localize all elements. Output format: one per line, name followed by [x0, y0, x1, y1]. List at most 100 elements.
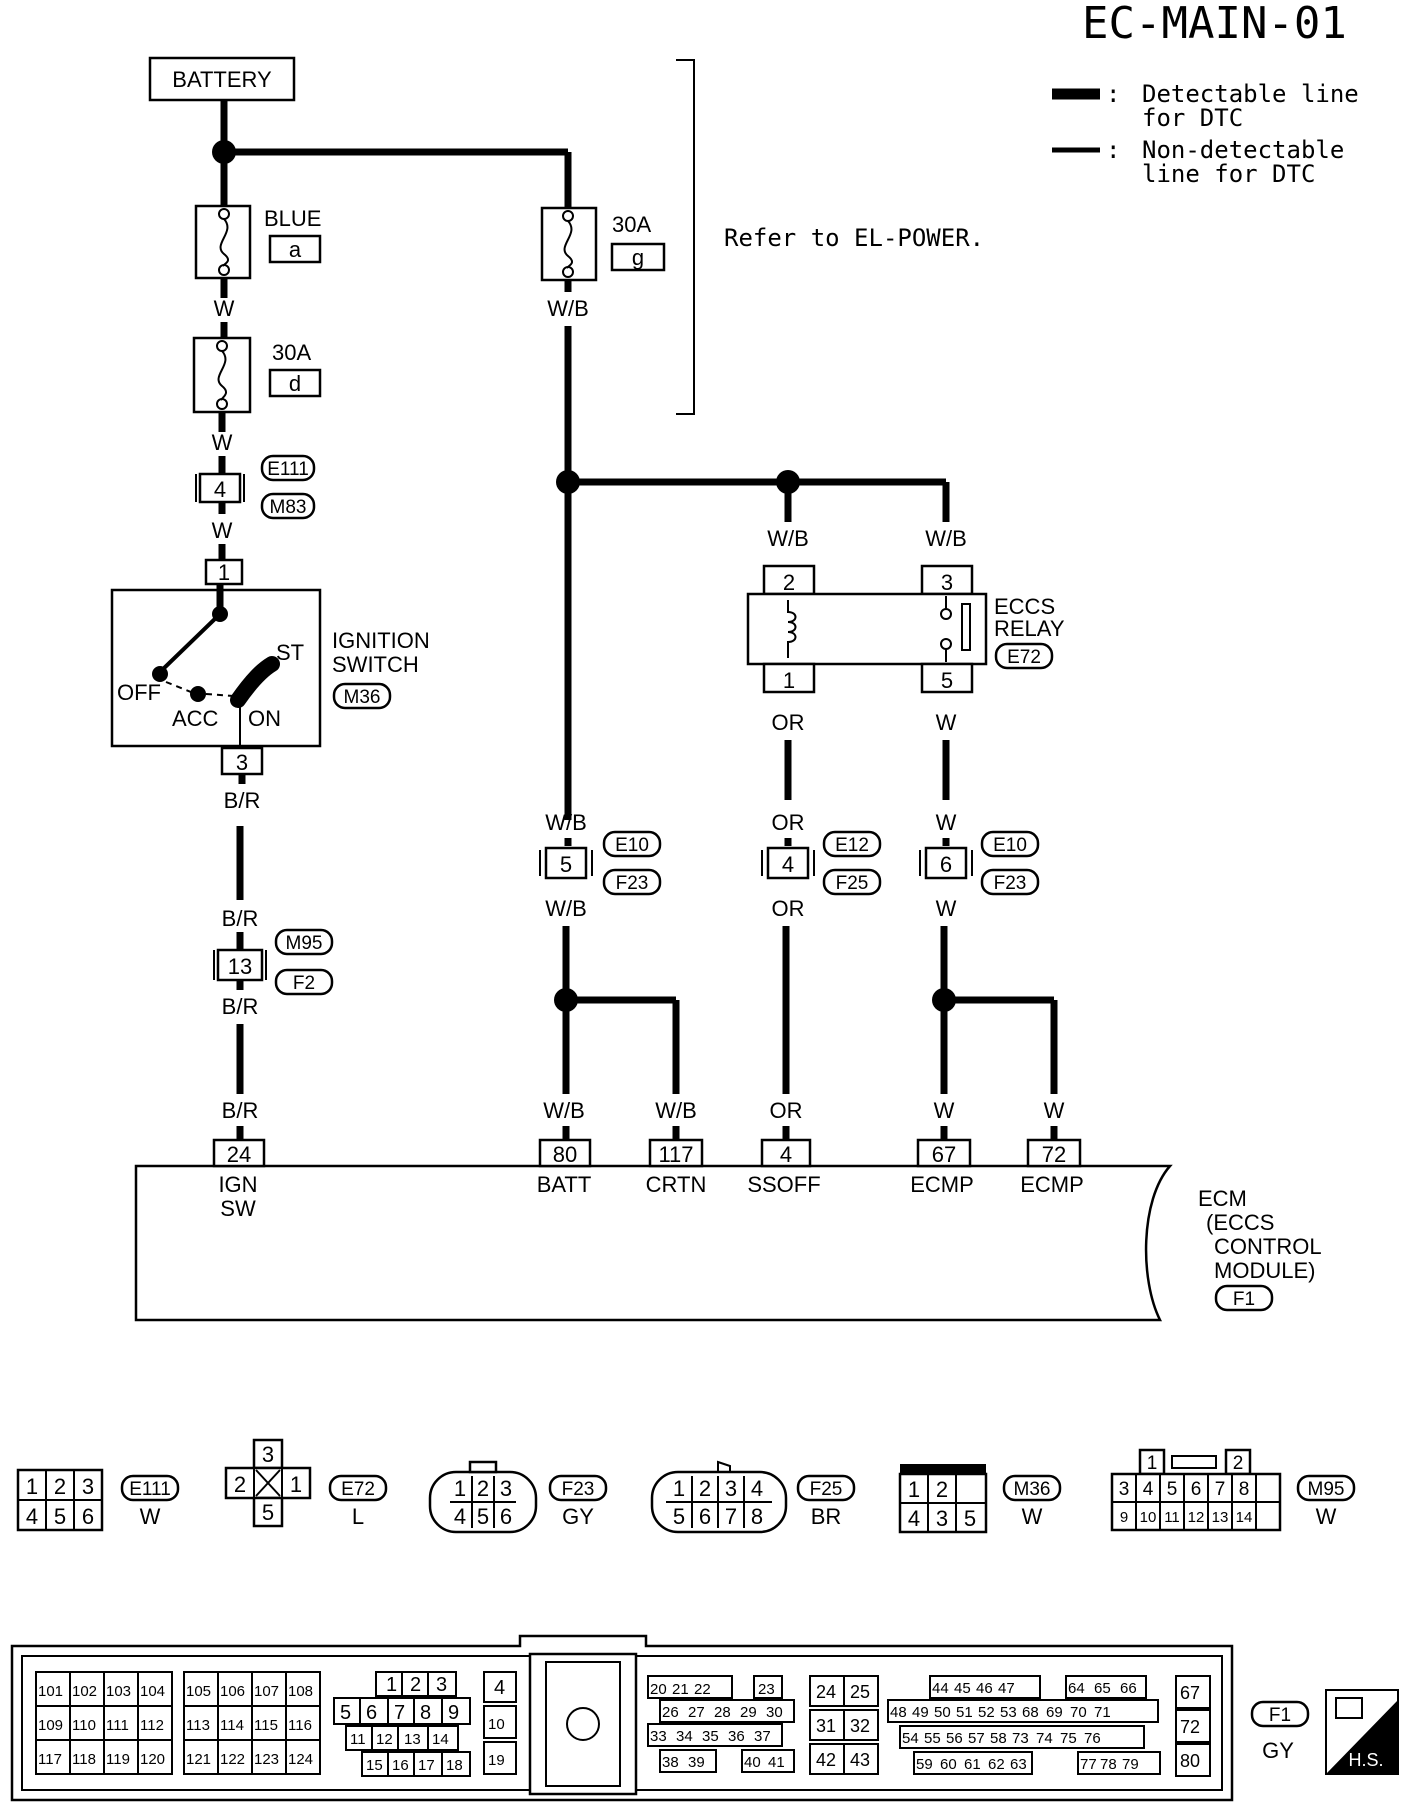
svg-text:13: 13	[404, 1731, 421, 1748]
svg-text:6: 6	[699, 1504, 711, 1529]
svg-text:14: 14	[1236, 1509, 1253, 1526]
svg-text:45: 45	[954, 1680, 971, 1697]
svg-text:31: 31	[816, 1716, 836, 1736]
wire-label-wb5: W/B	[545, 896, 587, 921]
svg-text:113: 113	[186, 1717, 210, 1734]
svg-text:67: 67	[1180, 1683, 1200, 1703]
ecm-label-line4: MODULE)	[1214, 1258, 1315, 1283]
svg-text:9: 9	[448, 1702, 459, 1724]
svg-text:57: 57	[968, 1730, 985, 1747]
svg-text:4: 4	[26, 1504, 38, 1529]
svg-text:53: 53	[1000, 1704, 1017, 1721]
svg-text:7: 7	[394, 1702, 405, 1724]
svg-text:29: 29	[740, 1704, 757, 1721]
connector-tag-e10-b	[980, 830, 1040, 858]
wire-label-w4: W	[936, 710, 957, 735]
fuse-g-id-box	[610, 242, 666, 272]
ign-pos-acc: ACC	[172, 706, 219, 731]
svg-text:67: 67	[932, 1142, 956, 1167]
wire-label-wb6: W/B	[543, 1098, 585, 1123]
svg-text:6: 6	[940, 852, 952, 877]
svg-text:4: 4	[494, 1677, 505, 1699]
wire-label-w2: W	[212, 430, 233, 455]
ecm-label-line1: ECM	[1198, 1186, 1247, 1211]
wire-label-wb7: W/B	[655, 1098, 697, 1123]
cv-e72-color: L	[352, 1504, 364, 1529]
svg-text:47: 47	[998, 1680, 1015, 1697]
svg-text:117: 117	[658, 1142, 693, 1167]
svg-text:38: 38	[662, 1754, 679, 1771]
svg-text:18: 18	[446, 1757, 463, 1774]
fuse-blue	[194, 204, 252, 280]
svg-text:108: 108	[288, 1683, 313, 1700]
svg-text:41: 41	[768, 1754, 785, 1771]
svg-text:2: 2	[1233, 1453, 1244, 1474]
connector-tag-f2	[274, 968, 334, 996]
inline-connector-e111-m83: 4	[195, 472, 245, 504]
wire-label-wb3: W/B	[925, 526, 967, 551]
svg-text:8: 8	[751, 1504, 763, 1529]
ecm-term-label-ign: IGN	[218, 1172, 257, 1197]
svg-text:63: 63	[1010, 1756, 1027, 1773]
svg-text:3: 3	[236, 750, 248, 775]
svg-text:1: 1	[454, 1476, 466, 1501]
wire-label-w3: W	[212, 518, 233, 543]
connector-tag-m36	[332, 682, 392, 710]
svg-text:5: 5	[1167, 1479, 1178, 1500]
inline-connector-e12-f25: 4	[761, 846, 815, 880]
svg-text:101: 101	[38, 1683, 63, 1700]
connector-tag-f1	[1214, 1284, 1274, 1312]
svg-text:123: 123	[254, 1751, 279, 1768]
svg-text:1: 1	[26, 1474, 38, 1499]
eccs-relay: 2 3 1 5	[746, 564, 988, 694]
svg-text:5: 5	[941, 668, 953, 693]
cv-m95-id: M95	[1308, 1479, 1345, 1500]
connector-tag-e111-text: E111	[267, 459, 309, 480]
ignition-label-line2: SWITCH	[332, 652, 419, 677]
connector-tag-e111	[260, 454, 316, 482]
battery-box	[148, 56, 296, 102]
svg-text:77: 77	[1080, 1756, 1097, 1773]
wire-label-w1: W	[214, 296, 235, 321]
wire-label-or2: OR	[772, 810, 805, 835]
svg-text:115: 115	[254, 1717, 278, 1734]
svg-text:12: 12	[376, 1731, 393, 1748]
svg-text:124: 124	[288, 1751, 313, 1768]
svg-text:59: 59	[916, 1756, 933, 1773]
cv-m95-color: W	[1316, 1504, 1337, 1529]
svg-text:1: 1	[386, 1674, 397, 1696]
wire-label-br4: B/R	[222, 1098, 259, 1123]
cv-e111-id: E111	[129, 1479, 171, 1500]
cv-f25-color: BR	[811, 1504, 842, 1529]
ecm-terminal-4: 4	[760, 1138, 812, 1168]
connector-tag-f2-text: F2	[293, 973, 315, 994]
svg-text:122: 122	[220, 1751, 245, 1768]
wire-label-w8: W	[1044, 1098, 1065, 1123]
svg-text:3: 3	[500, 1476, 512, 1501]
svg-text:118: 118	[72, 1751, 96, 1768]
svg-text:30: 30	[766, 1704, 783, 1721]
fuse-blue-id: a	[289, 237, 302, 262]
svg-text:35: 35	[702, 1728, 719, 1745]
ecm-terminal-117: 117	[648, 1138, 704, 1168]
svg-text:23: 23	[758, 1681, 775, 1698]
connector-tag-e12-text: E12	[835, 835, 869, 856]
connector-tag-e10-b-text: E10	[993, 835, 1027, 856]
fuse-blue-rating: BLUE	[264, 206, 321, 231]
fuse-d-rating: 30A	[272, 340, 311, 365]
svg-text:44: 44	[932, 1680, 949, 1697]
svg-text:5: 5	[340, 1702, 351, 1724]
wire-label-br1: B/R	[224, 788, 261, 813]
connector-tag-f25	[822, 868, 882, 896]
svg-text:25: 25	[850, 1682, 870, 1702]
svg-text:7: 7	[1215, 1479, 1226, 1500]
wire-label-w6: W	[936, 896, 957, 921]
connector-tag-m83	[260, 492, 316, 520]
svg-text:1: 1	[1147, 1453, 1158, 1474]
cv-m36-id: M36	[1014, 1479, 1051, 1500]
svg-text:110: 110	[72, 1717, 96, 1734]
